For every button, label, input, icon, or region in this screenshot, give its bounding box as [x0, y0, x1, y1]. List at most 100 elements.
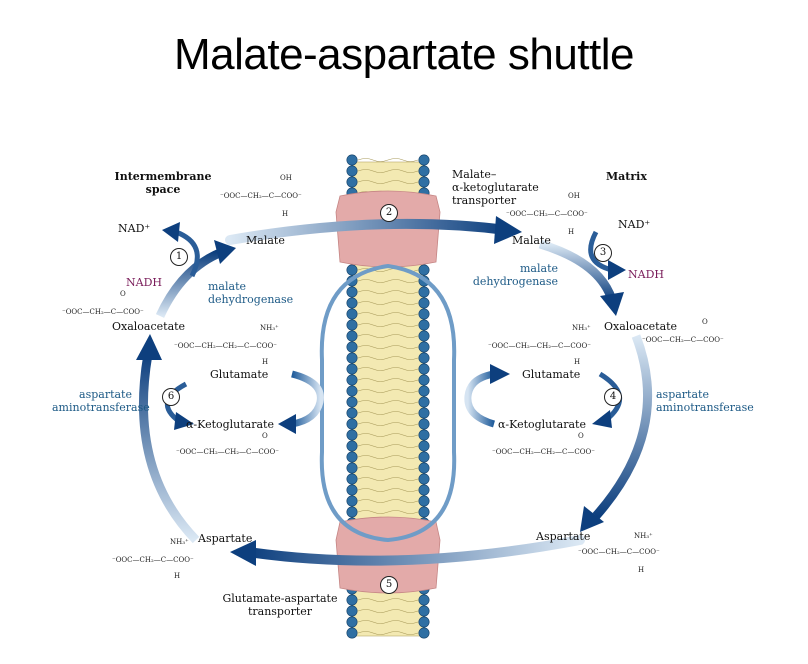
lipid-head [346, 429, 358, 441]
left-oxaloacetate: Oxaloacetate [112, 320, 186, 333]
left-nad: NAD⁺ [118, 222, 151, 235]
lipid-head [346, 352, 358, 364]
arrow-aspartate-transport-head [230, 540, 256, 566]
step-6-marker: 6 [162, 388, 180, 406]
arrow-left-aspartate-to-oaa-head [136, 334, 162, 360]
arrow-right-akg-to-glutamate [464, 370, 496, 428]
formula-left-glu-h: H [262, 358, 269, 366]
intermembrane-space-label: Intermembrane space [114, 170, 212, 196]
lipid-head [346, 506, 358, 518]
lipid-head [418, 506, 430, 518]
lipid-head [346, 363, 358, 375]
lipid-head [346, 484, 358, 496]
lipid-head [346, 319, 358, 331]
right-aspartate-aminotransferase: aspartate aminotransferase [656, 388, 754, 414]
lipid-head [418, 451, 430, 463]
arrow-malate-transport-head [494, 216, 522, 244]
lipid-head [418, 165, 430, 177]
step-1-marker: 1 [170, 248, 188, 266]
lipid-head [418, 484, 430, 496]
lipid-head [346, 385, 358, 397]
formula-left-glu-nh3: NH₃⁺ [260, 324, 279, 332]
lipid-head [418, 341, 430, 353]
lipid-tail [357, 510, 419, 514]
lipid-head [346, 374, 358, 386]
lipid-head [346, 165, 358, 177]
left-aspartate-aminotransferase: aspartate aminotransferase [52, 388, 150, 414]
lipid-head [418, 396, 430, 408]
left-glutamate: Glutamate [210, 368, 269, 381]
lipid-tail [357, 169, 419, 173]
lipid-head [418, 374, 430, 386]
lipid-head [418, 418, 430, 430]
lipid-head [346, 341, 358, 353]
lipid-tail [357, 378, 419, 382]
formula-right-akg-o: O [578, 432, 584, 440]
lipid-head [418, 473, 430, 485]
formula-right-malate-oh: OH [568, 192, 580, 200]
lipid-head [346, 605, 358, 617]
lipid-head [418, 176, 430, 188]
lipid-tail [357, 444, 419, 448]
lipid-tail [357, 499, 419, 503]
formula-right-malate-h: H [568, 228, 575, 236]
lipid-head [346, 616, 358, 628]
left-nadh: NADH [126, 276, 162, 289]
lipid-tail [357, 367, 419, 371]
lipid-tail [357, 158, 419, 162]
lipid-tail [357, 290, 419, 294]
lipid-tail [357, 389, 419, 393]
glutamate-aspartate-transporter-label: Glutamate-aspartate transporter [222, 592, 338, 618]
lipid-head [418, 385, 430, 397]
lipid-head [346, 495, 358, 507]
lipid-tail [357, 455, 419, 459]
lipid-head [418, 440, 430, 452]
lipid-head [346, 627, 358, 639]
lipid-head [418, 319, 430, 331]
left-malate: Malate [246, 234, 285, 247]
lipid-head [346, 308, 358, 320]
right-a-ketoglutarate: α-Ketoglutarate [498, 418, 586, 431]
formula-right-oaa: ⁻OOC—CH₂—C—COO⁻ [642, 336, 724, 344]
arrow-matrix-malate-to-oaa-head [600, 292, 624, 316]
step-4-marker: 4 [604, 388, 622, 406]
formula-left-akg-o: O [262, 432, 268, 440]
right-oxaloacetate: Oxaloacetate [604, 320, 678, 333]
lipid-tail [357, 323, 419, 327]
arrow-matrix-oaa-to-aspartate [592, 334, 653, 519]
lipid-head [346, 418, 358, 430]
right-nadh: NADH [628, 268, 664, 281]
lipid-head [418, 616, 430, 628]
lipid-head [346, 154, 358, 166]
lipid-tail [357, 477, 419, 481]
right-glutamate: Glutamate [522, 368, 581, 381]
lipid-tail [357, 180, 419, 184]
formula-right-asp: ⁻OOC—CH₂—C—COO⁻ [578, 548, 660, 556]
lipid-head [418, 407, 430, 419]
malate-akg-transporter-label: Malate– α-ketoglutarate transporter [452, 168, 539, 207]
lipid-head [418, 627, 430, 639]
formula-right-glu-h: H [574, 358, 581, 366]
arrow-left-oaa-to-malate-head [214, 240, 236, 264]
arrow-left-oaa-to-malate [155, 247, 224, 318]
lipid-head [418, 605, 430, 617]
matrix-label: Matrix [606, 170, 647, 183]
lipid-head [418, 154, 430, 166]
formula-right-asp-h: H [638, 566, 645, 574]
lipid-head [418, 286, 430, 298]
lipid-tail [357, 488, 419, 492]
right-malate-dehydrogenase: malate dehydrogenase [472, 262, 558, 288]
lipid-head [346, 440, 358, 452]
arrow-matrix-malate-to-oaa [538, 239, 617, 302]
lipid-head [346, 473, 358, 485]
lipid-head [346, 594, 358, 606]
lipid-tail [357, 400, 419, 404]
step-3-marker: 3 [594, 244, 612, 262]
lipid-tail [357, 411, 419, 415]
arrow-malate-transport [225, 218, 511, 245]
arrow-left-nadh-to-nad [175, 229, 200, 278]
left-malate-dehydrogenase: malate dehydrogenase [208, 280, 294, 306]
step-2-marker: 2 [380, 204, 398, 222]
lipid-head [418, 352, 430, 364]
